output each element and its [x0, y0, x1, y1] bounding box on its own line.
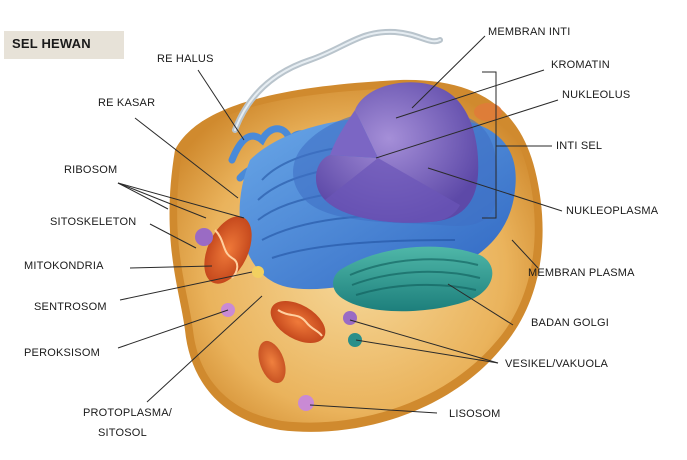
label-nukleoplasma: NUKLEOPLASMA	[566, 205, 659, 217]
diagram-title: SEL HEWAN	[12, 36, 91, 51]
label-badan-golgi: BADAN GOLGI	[531, 317, 609, 329]
leader-lines	[117, 35, 563, 414]
label-peroksisom: PEROKSISOM	[24, 347, 100, 359]
small-organelles	[195, 228, 362, 411]
label-re-kasar: RE KASAR	[98, 97, 156, 109]
golgi-apparatus	[333, 246, 493, 312]
nucleus	[293, 82, 498, 226]
label-sitoskeleton: SITOSKELETON	[50, 216, 137, 228]
title-box	[4, 31, 124, 59]
label-sitosol: SITOSOL	[98, 427, 147, 439]
label-vesikel-vakuola: VESIKEL/VAKUOLA	[505, 358, 609, 370]
label-lisosom: LISOSOM	[449, 408, 501, 420]
label-inti-sel: INTI SEL	[556, 140, 603, 152]
mitochondria	[204, 103, 502, 384]
label-ribosom: RIBOSOM	[64, 164, 118, 176]
label-re-halus: RE HALUS	[157, 53, 214, 65]
label-sentrosom: SENTROSOM	[34, 301, 107, 313]
label-membran-inti: MEMBRAN INTI	[488, 26, 571, 38]
label-protoplasma: PROTOPLASMA/	[83, 407, 172, 419]
label-mitokondria: MITOKONDRIA	[24, 260, 104, 272]
label-kromatin: KROMATIN	[551, 59, 610, 71]
label-membran-plasma: MEMBRAN PLASMA	[528, 267, 635, 279]
label-nukleolus: NUKLEOLUS	[562, 89, 631, 101]
